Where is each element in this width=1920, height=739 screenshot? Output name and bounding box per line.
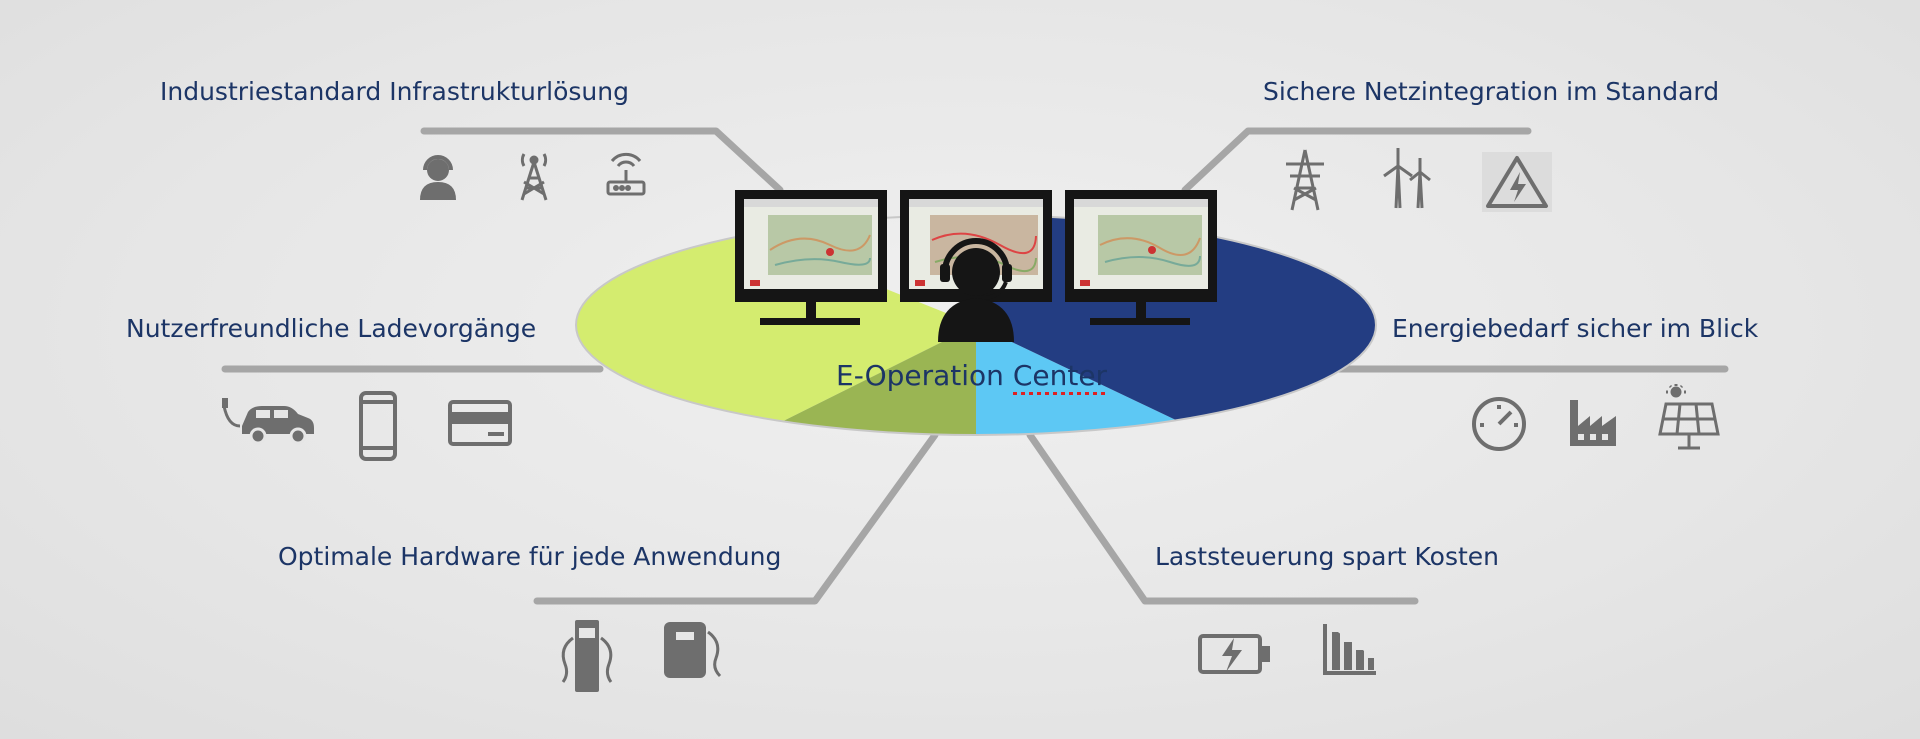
monitor-right	[1065, 190, 1217, 325]
wind-turbine-icon	[1383, 148, 1431, 209]
center-title-underlined: Center	[1012, 359, 1108, 392]
power-pylon-icon	[1286, 149, 1324, 211]
connector-infrastructure	[420, 127, 784, 194]
label-charging: Nutzerfreundliche Ladevorgänge	[126, 314, 537, 343]
connector-grid	[1181, 127, 1532, 194]
battery-charging-icon	[1198, 634, 1270, 674]
operator-headset-figure	[938, 238, 1014, 342]
electric-car-icon	[222, 398, 314, 445]
label-load: Laststeuerung spart Kosten	[1155, 542, 1500, 571]
headset-user-icon	[420, 155, 456, 200]
connector-load	[1026, 431, 1419, 605]
connector-hardware	[533, 431, 939, 605]
wallbox-wall-icon	[664, 622, 722, 678]
label-energy: Energiebedarf sicher im Blick	[1392, 314, 1759, 343]
monitor-left	[735, 190, 887, 325]
gauge-icon	[1472, 397, 1526, 451]
bar-chart-icon	[1323, 624, 1376, 675]
label-hardware: Optimale Hardware für jede Anwendung	[278, 542, 782, 571]
label-infrastructure: Industriestandard Infrastrukturlösung	[160, 77, 629, 106]
solar-panel-icon	[1658, 384, 1720, 450]
center-title-prefix: E-Operation	[836, 359, 1013, 392]
wallbox-column-icon	[561, 620, 613, 692]
credit-card-icon	[448, 400, 512, 446]
factory-icon	[1570, 400, 1616, 446]
label-grid: Sichere Netzintegration im Standard	[1263, 77, 1720, 106]
smartphone-icon	[359, 391, 397, 461]
wifi-router-icon	[606, 152, 646, 196]
high-voltage-warning-icon	[1482, 152, 1552, 212]
center-title: E-Operation Center	[836, 359, 1136, 393]
radio-tower-icon	[520, 153, 548, 201]
